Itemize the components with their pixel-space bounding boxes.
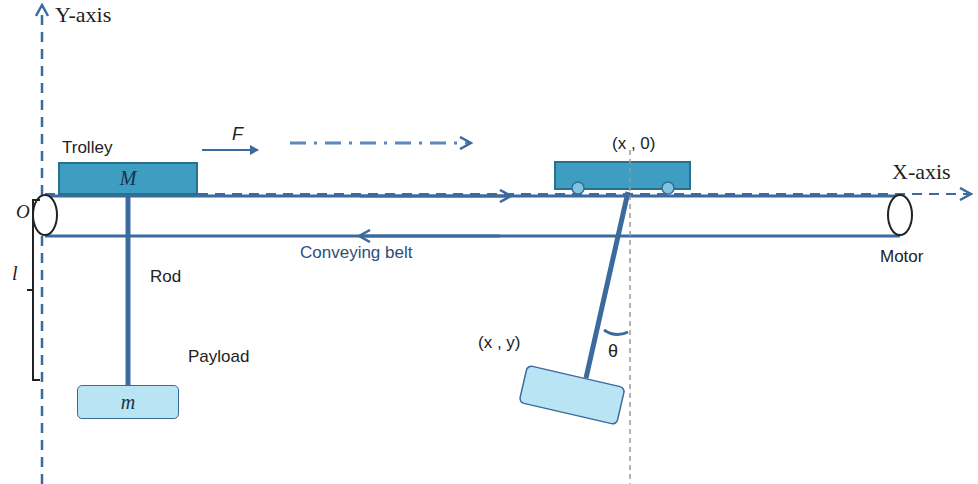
belt-bottom (45, 235, 900, 238)
origin-label: O (16, 202, 30, 223)
motor-pulley (888, 195, 912, 235)
reference-line (629, 150, 631, 484)
node-text: M (120, 167, 137, 190)
axis-label: Y-axis (55, 3, 111, 27)
angle-arc (604, 330, 628, 335)
part-label: Motor (880, 248, 923, 267)
wheel (572, 182, 584, 194)
force-arrow (202, 149, 258, 151)
part-label: Payload (188, 348, 249, 367)
rod-swung (586, 192, 628, 378)
part-label: Rod (150, 268, 181, 287)
part-label: Trolley (62, 139, 112, 158)
angle-label: θ (608, 342, 618, 362)
coordinate-label: (x , y) (478, 334, 521, 353)
axis-label: X-axis (892, 160, 951, 184)
length-bracket (27, 200, 40, 380)
payload-swung (519, 365, 625, 425)
length-label: l (12, 262, 18, 284)
payload-box: m (77, 385, 179, 419)
coordinate-label: (x , 0) (612, 135, 655, 154)
force-label: F (232, 125, 243, 145)
y-axis-line (41, 6, 44, 484)
wheel (662, 182, 674, 194)
trolley-box: M (58, 162, 198, 195)
node-text: m (121, 391, 135, 414)
rod-connector (126, 195, 131, 385)
part-label: Conveying belt (300, 244, 412, 263)
motion-arrow (290, 142, 470, 145)
belt-arrow-left (360, 235, 500, 238)
